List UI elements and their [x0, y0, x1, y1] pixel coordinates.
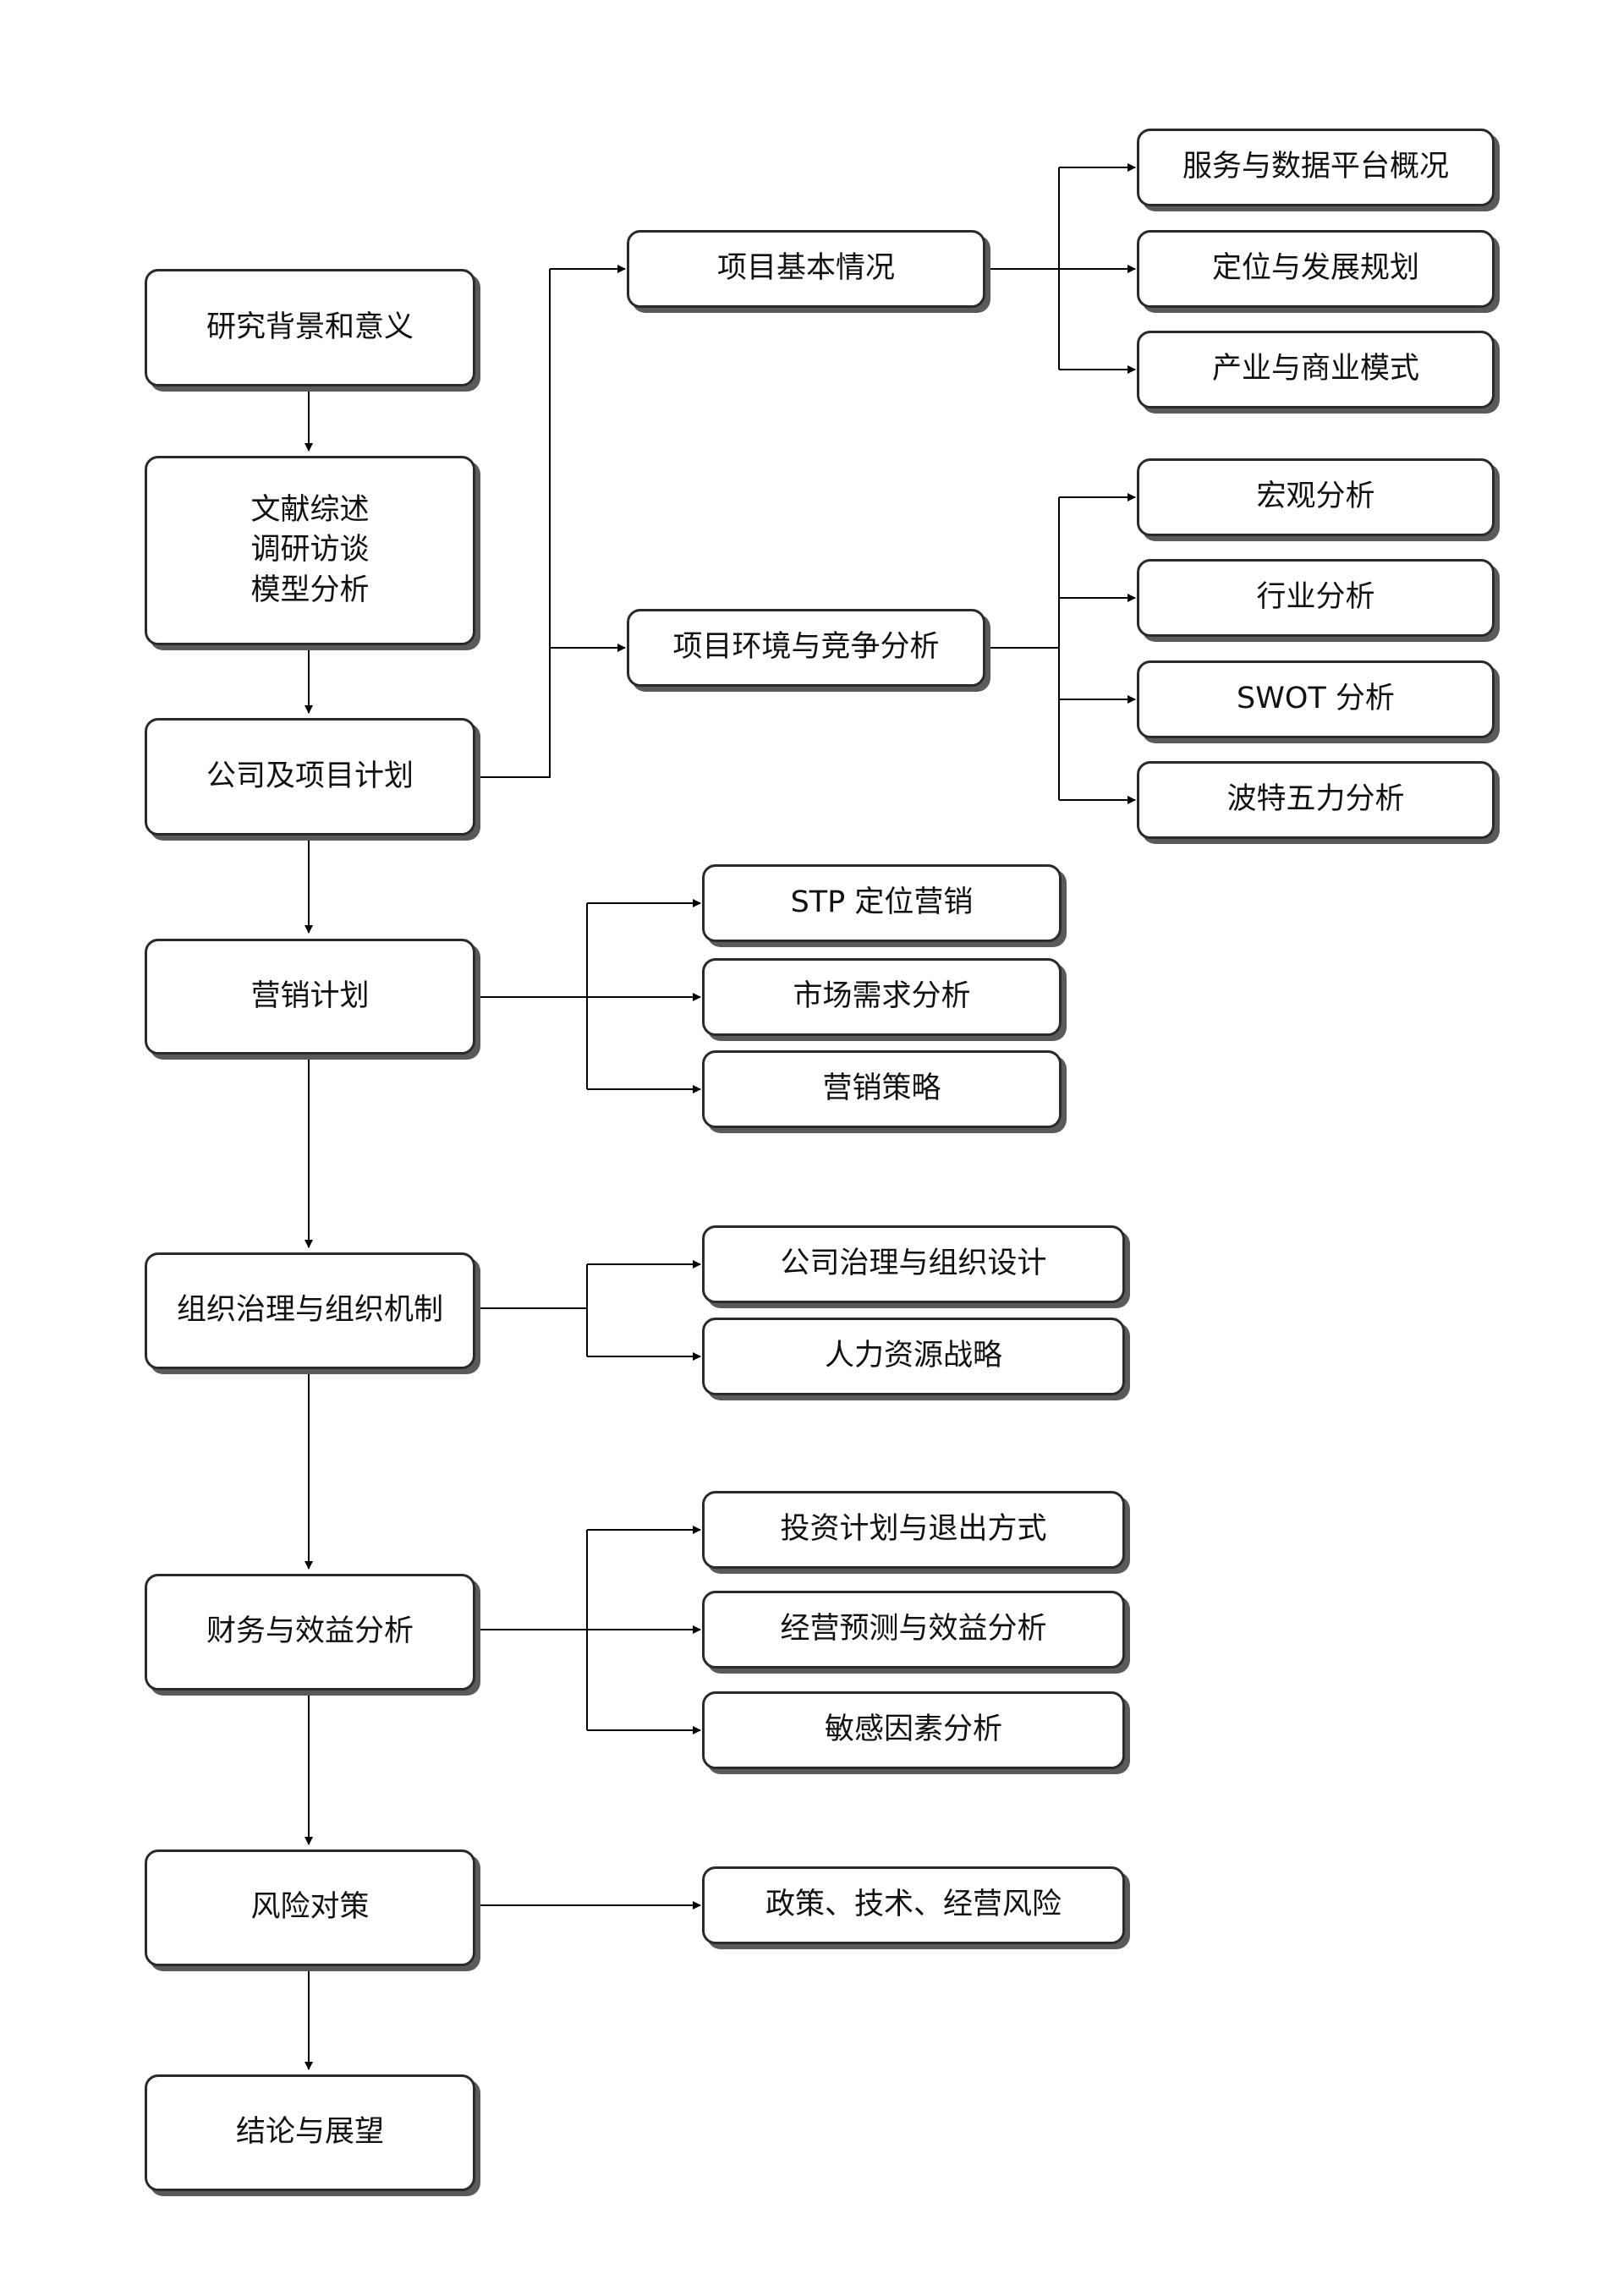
leaf-label: 定位与发展规划: [1211, 251, 1419, 286]
leaf-label: 服务与数据平台概况: [1182, 150, 1449, 184]
method-model-analysis: 模型分析: [250, 573, 370, 607]
leaf-label: 营销策略: [822, 1071, 941, 1106]
leaf-label: SWOT 分析: [1237, 682, 1395, 716]
step-label: 财务与效益分析: [206, 1614, 414, 1649]
step-conclusion: 结论与展望: [145, 2074, 475, 2191]
leaf-label: 敏感因素分析: [824, 1712, 1002, 1747]
leaf-hr-strategy: 人力资源战略: [702, 1318, 1125, 1395]
step-label: 营销计划: [250, 978, 370, 1013]
step-label: 组织治理与组织机制: [176, 1293, 443, 1328]
leaf-sensitivity-analysis: 敏感因素分析: [702, 1691, 1125, 1769]
leaf-investment-exit: 投资计划与退出方式: [702, 1491, 1125, 1569]
leaf-stp-marketing: STP 定位营销: [702, 864, 1062, 942]
step-finance: 财务与效益分析: [145, 1574, 475, 1690]
leaf-five-forces: 波特五力分析: [1137, 761, 1495, 839]
leaf-macro-analysis: 宏观分析: [1137, 458, 1495, 536]
leaf-label: 经营预测与效益分析: [780, 1612, 1047, 1647]
leaf-positioning: 定位与发展规划: [1137, 230, 1495, 308]
branch-project-basic: 项目基本情况: [627, 230, 985, 308]
leaf-governance-design: 公司治理与组织设计: [702, 1225, 1125, 1303]
step-organization: 组织治理与组织机制: [145, 1252, 475, 1369]
step-company-plan: 公司及项目计划: [145, 718, 475, 836]
leaf-label: 公司治理与组织设计: [780, 1247, 1047, 1281]
step-research-background: 研究背景和意义: [145, 269, 475, 386]
step-research-methods: 文献综述 调研访谈 模型分析: [145, 456, 475, 645]
step-label: 研究背景和意义: [206, 310, 414, 344]
step-label: 结论与展望: [235, 2115, 384, 2150]
methods-list: 文献综述 调研访谈 模型分析: [250, 490, 369, 611]
leaf-label: 波特五力分析: [1226, 782, 1405, 817]
leaf-marketing-strategy: 营销策略: [702, 1050, 1062, 1128]
leaf-operating-forecast: 经营预测与效益分析: [702, 1591, 1125, 1669]
leaf-label: 政策、技术、经营风险: [765, 1888, 1062, 1922]
leaf-risk-types: 政策、技术、经营风险: [702, 1866, 1125, 1944]
leaf-industry-analysis: 行业分析: [1137, 559, 1495, 637]
leaf-label: 人力资源战略: [824, 1339, 1002, 1373]
branch-label: 项目环境与竞争分析: [672, 630, 940, 665]
method-interviews: 调研访谈: [250, 533, 370, 567]
step-label: 风险对策: [250, 1890, 370, 1925]
leaf-platform-overview: 服务与数据平台概况: [1137, 129, 1495, 206]
leaf-label: 宏观分析: [1256, 479, 1375, 514]
step-risk: 风险对策: [145, 1849, 475, 1966]
leaf-swot-analysis: SWOT 分析: [1137, 660, 1495, 738]
leaf-label: 市场需求分析: [793, 979, 971, 1014]
leaf-label: 投资计划与退出方式: [780, 1512, 1047, 1547]
step-label: 公司及项目计划: [206, 759, 414, 793]
branch-project-environment: 项目环境与竞争分析: [627, 609, 985, 687]
step-marketing-plan: 营销计划: [145, 939, 475, 1055]
leaf-label: 产业与商业模式: [1211, 352, 1419, 386]
branch-label: 项目基本情况: [716, 251, 895, 286]
leaf-business-model: 产业与商业模式: [1137, 331, 1495, 408]
leaf-market-demand: 市场需求分析: [702, 958, 1062, 1036]
leaf-label: STP 定位营销: [790, 885, 974, 920]
leaf-label: 行业分析: [1256, 580, 1375, 615]
method-literature-review: 文献综述: [250, 493, 370, 528]
